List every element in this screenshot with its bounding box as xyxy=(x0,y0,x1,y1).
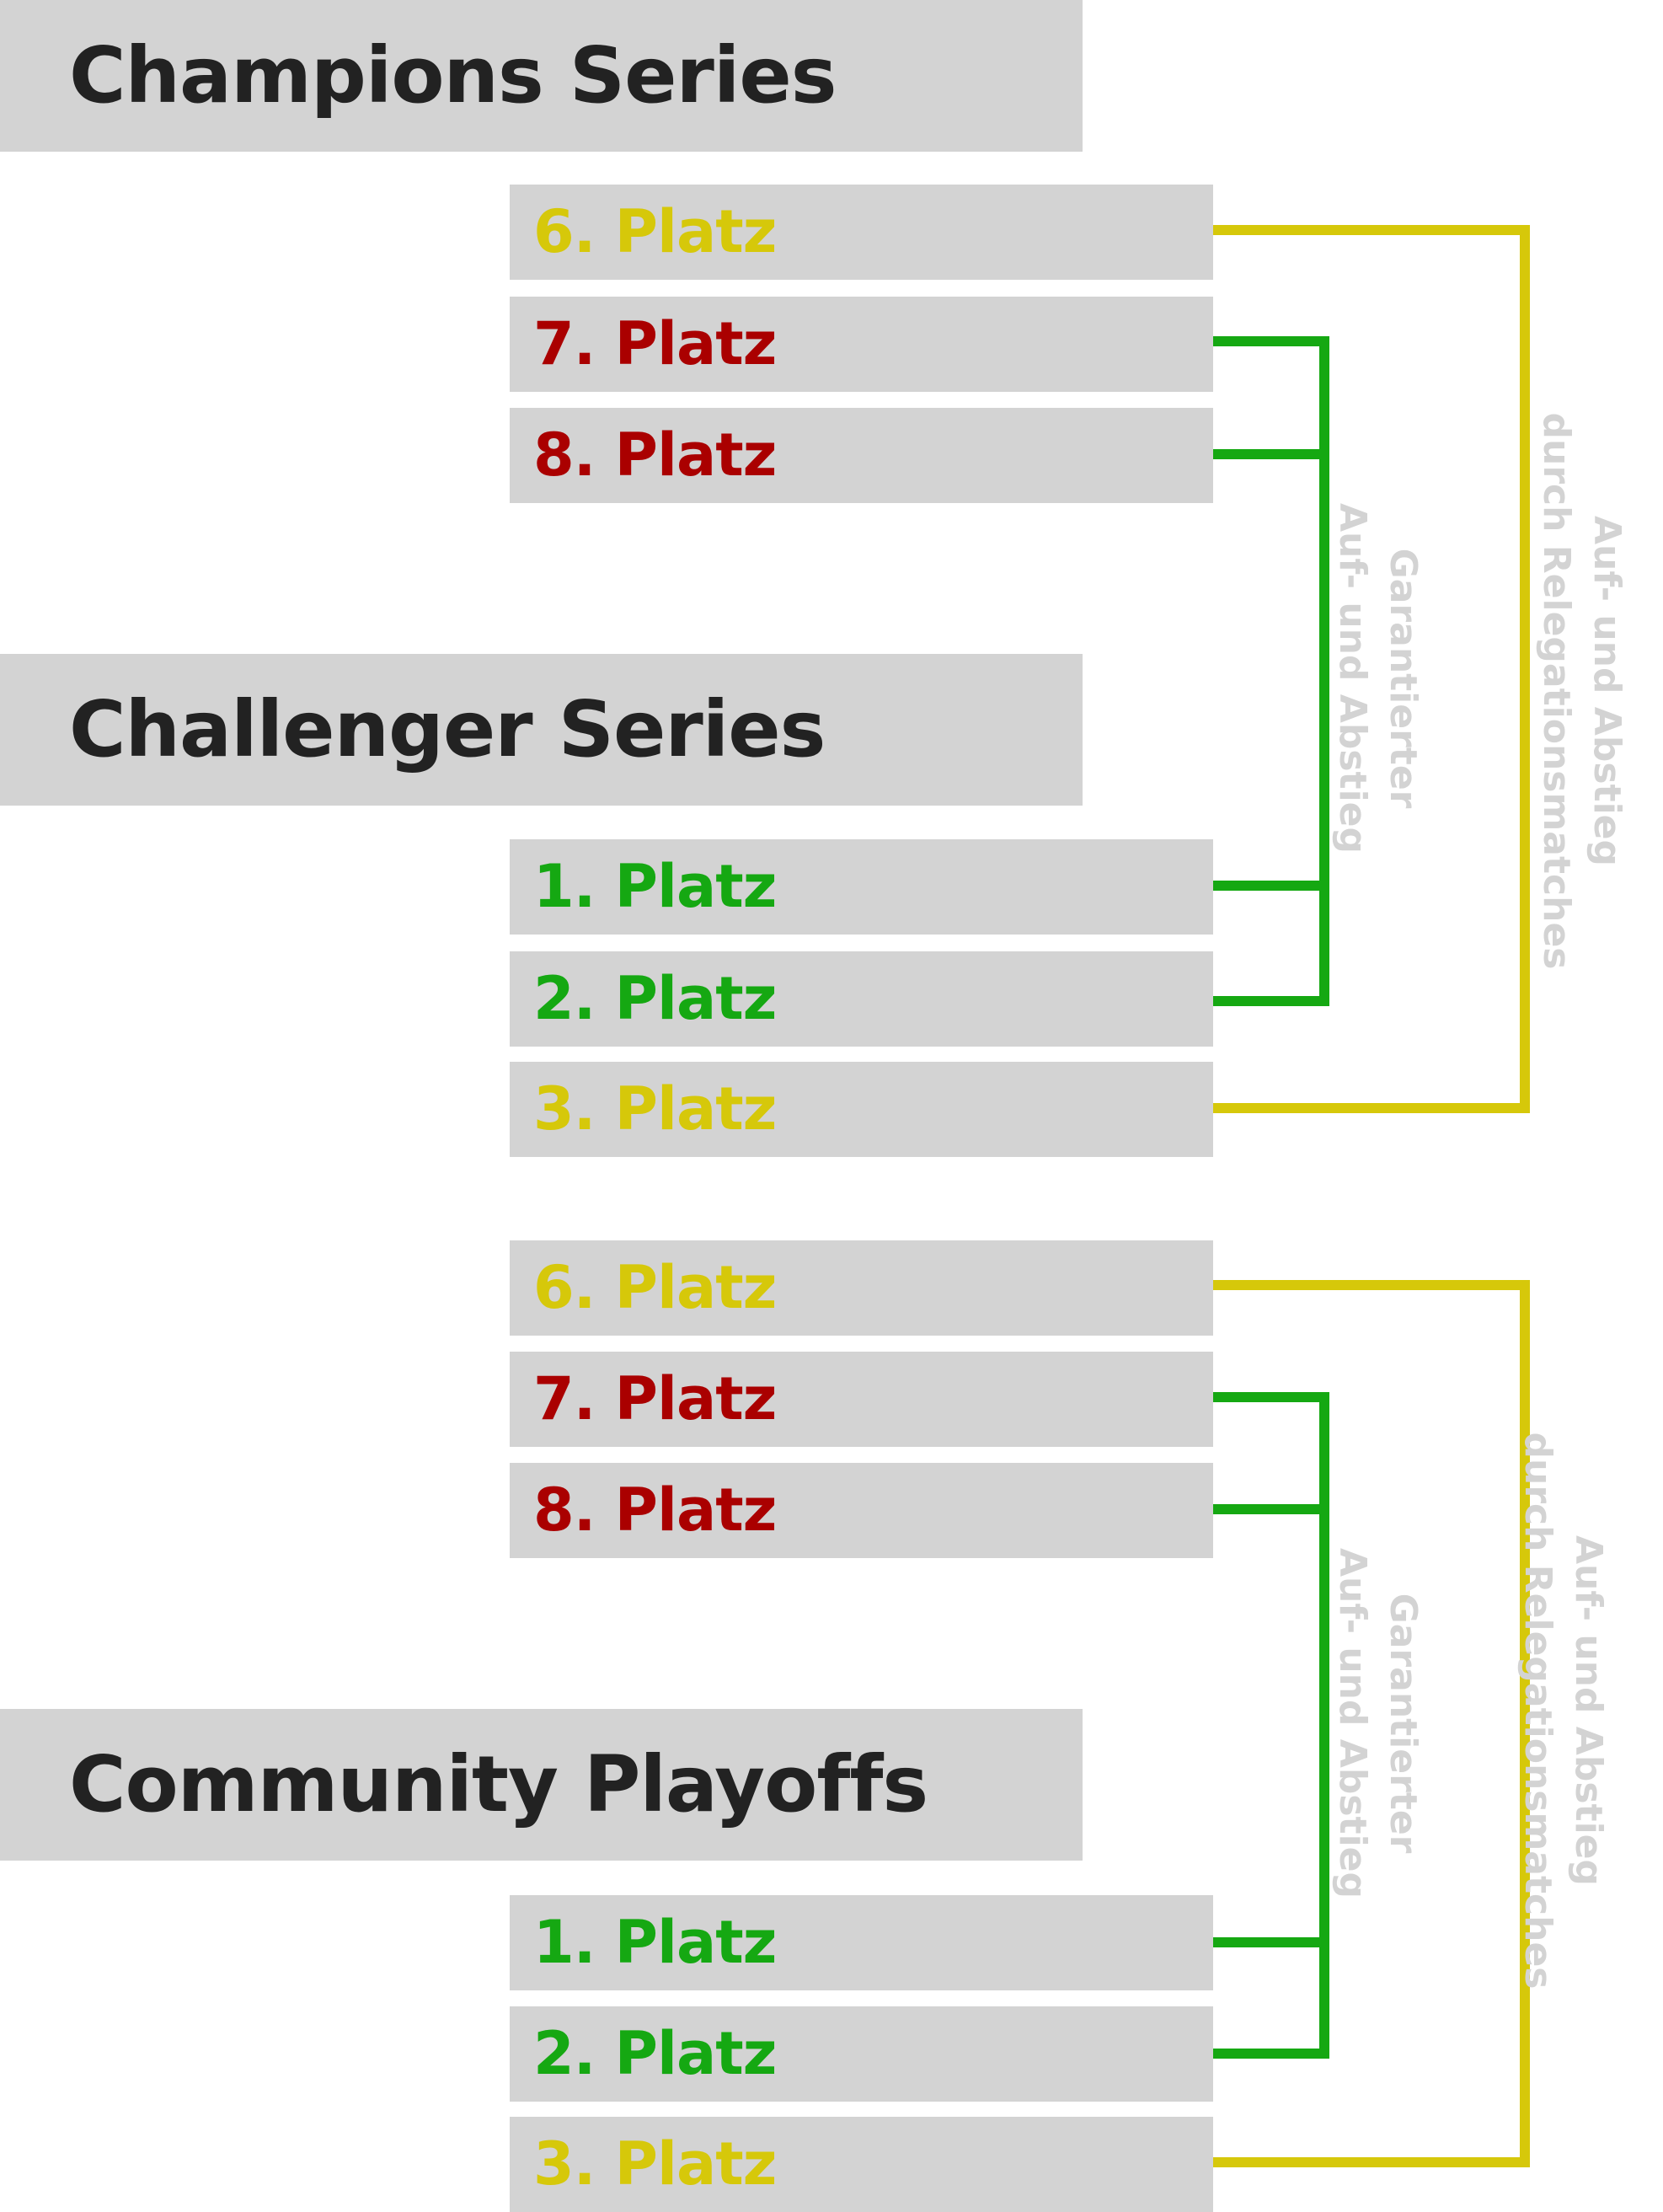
place-box: 7. Platz xyxy=(510,297,1213,392)
league-title: Champions Series xyxy=(69,30,837,121)
place-box: 7. Platz xyxy=(510,1352,1213,1447)
annotation-line: durch Relegationsmatches xyxy=(1535,412,1578,970)
annotation-line: Garantierter xyxy=(1382,548,1425,809)
place-label: 2. Platz xyxy=(533,2019,777,2088)
league-header-community-playoffs: Community Playoffs xyxy=(0,1709,1083,1861)
place-box: 8. Platz xyxy=(510,408,1213,503)
place-box: 3. Platz xyxy=(510,2117,1213,2212)
annotation-guaranteed-2: Garantierter Auf- und Abstieg xyxy=(1327,1548,1428,1899)
place-box: 2. Platz xyxy=(510,2006,1213,2102)
place-label: 3. Platz xyxy=(533,1074,777,1143)
place-box: 1. Platz xyxy=(510,1895,1213,1990)
annotation-line: Auf- und Abstieg xyxy=(1585,516,1628,866)
place-label: 2. Platz xyxy=(533,964,777,1033)
annotation-line: Auf- und Abstieg xyxy=(1331,503,1374,854)
league-header-champions-series: Champions Series xyxy=(0,0,1083,152)
annotation-line: durch Relegationsmatches xyxy=(1516,1432,1559,1990)
place-label: 3. Platz xyxy=(533,2129,777,2199)
league-title: Challenger Series xyxy=(69,684,826,774)
annotation-guaranteed-1: Garantierter Auf- und Abstieg xyxy=(1327,503,1428,854)
place-box: 3. Platz xyxy=(510,1062,1213,1157)
place-box: 8. Platz xyxy=(510,1463,1213,1558)
annotation-line: Auf- und Abstieg xyxy=(1331,1548,1374,1899)
place-label: 6. Platz xyxy=(533,1253,777,1322)
annotation-line: Garantierter xyxy=(1382,1593,1425,1854)
place-box: 2. Platz xyxy=(510,951,1213,1047)
place-label: 1. Platz xyxy=(533,1908,777,1977)
annotation-relegation-1: Auf- und Abstieg durch Relegationsmatche… xyxy=(1531,413,1632,970)
place-label: 8. Platz xyxy=(533,420,777,490)
annotation-relegation-2: Auf- und Abstieg durch Relegationsmatche… xyxy=(1512,1433,1613,1990)
place-box: 6. Platz xyxy=(510,185,1213,280)
place-box: 1. Platz xyxy=(510,839,1213,935)
place-box: 6. Platz xyxy=(510,1240,1213,1336)
place-label: 8. Platz xyxy=(533,1476,777,1545)
annotation-line: Auf- und Abstieg xyxy=(1567,1535,1610,1886)
league-title: Community Playoffs xyxy=(69,1739,928,1829)
league-header-challenger-series: Challenger Series xyxy=(0,654,1083,806)
place-label: 1. Platz xyxy=(533,852,777,921)
place-label: 7. Platz xyxy=(533,309,777,378)
place-label: 6. Platz xyxy=(533,197,777,266)
place-label: 7. Platz xyxy=(533,1364,777,1433)
